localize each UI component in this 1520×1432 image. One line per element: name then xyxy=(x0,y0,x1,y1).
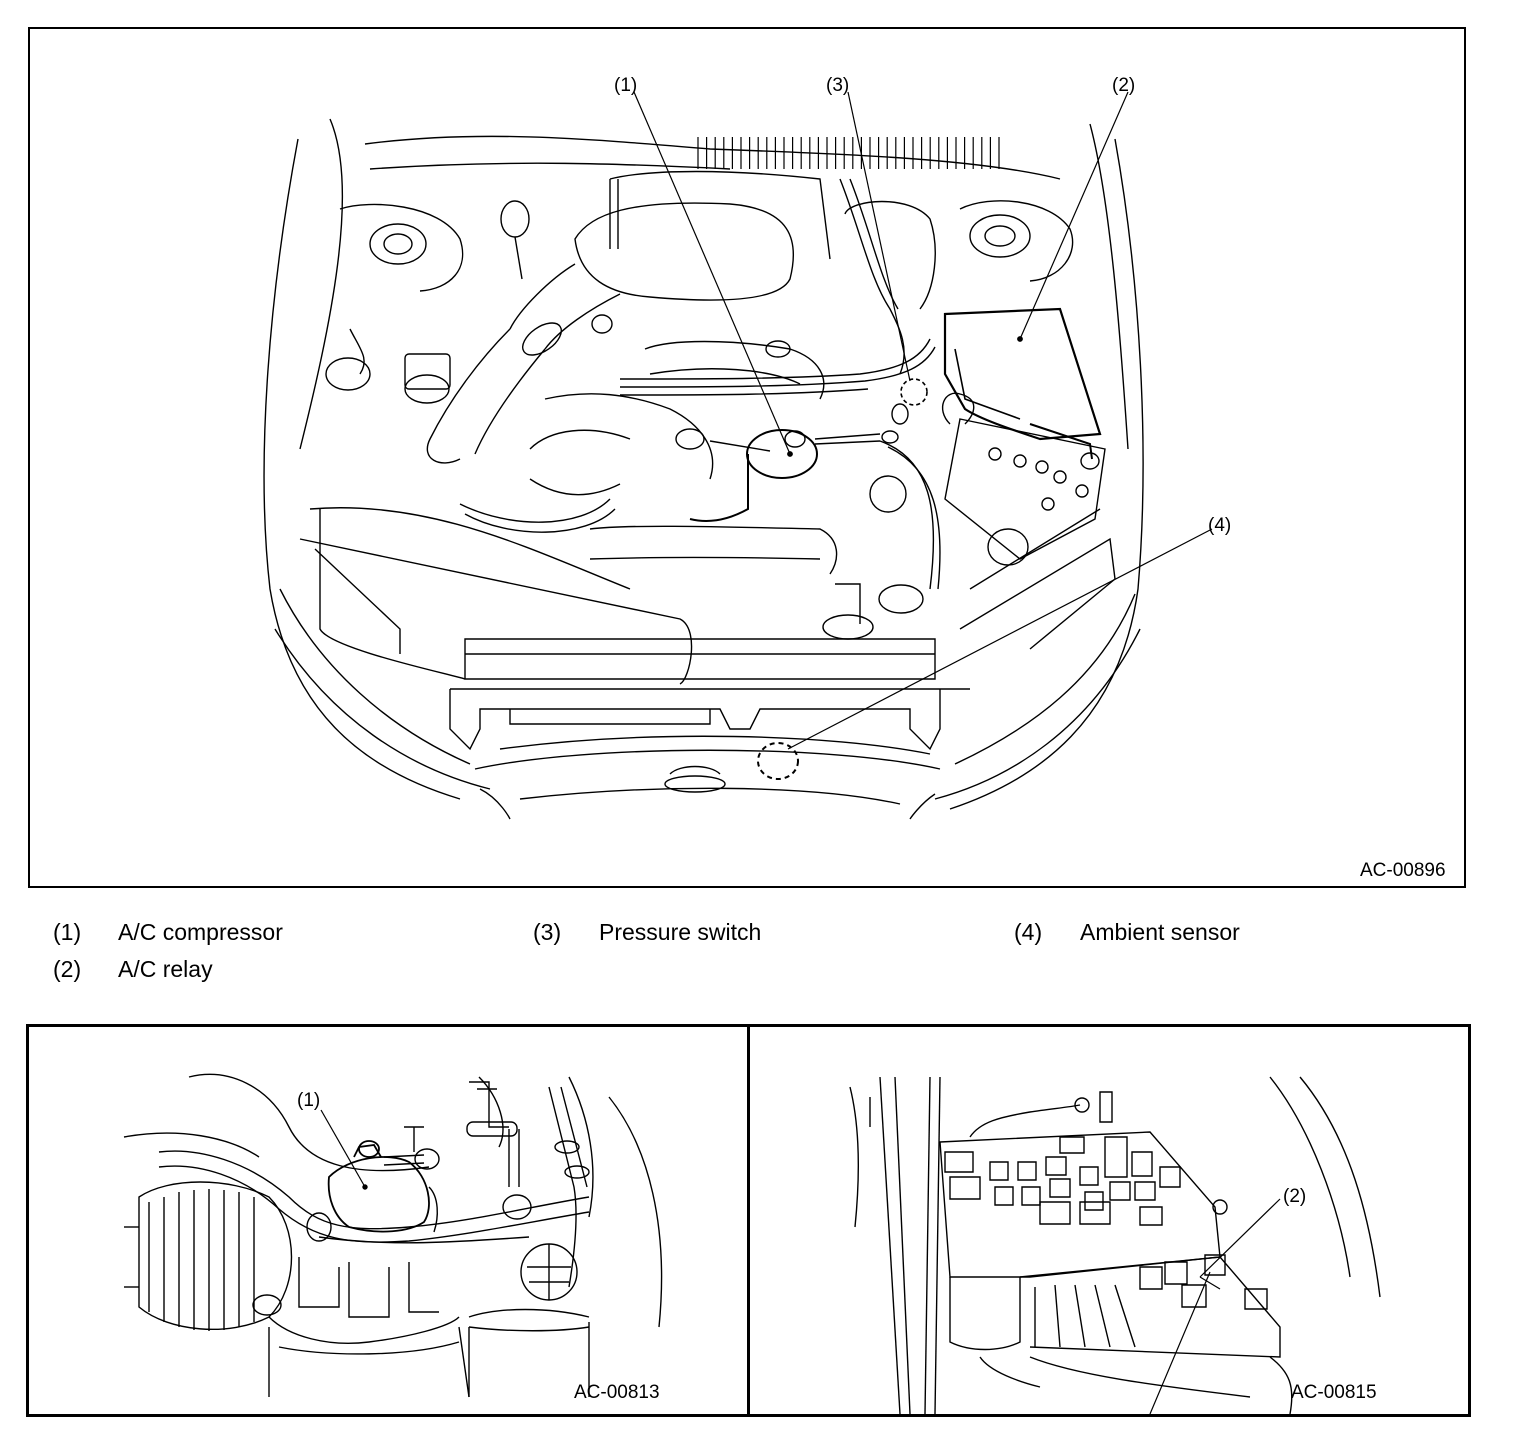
legend-text-3: Pressure switch xyxy=(599,919,762,945)
callout-2-relay-detail: (2) xyxy=(1283,1186,1307,1207)
legend-num-3: (3) xyxy=(533,919,562,945)
engine-compartment-figure: (1) (3) (2) (4) AC-00896 xyxy=(28,27,1466,888)
figure-code-compressor-detail: AC-00813 xyxy=(574,1382,660,1403)
callout-1-top: (1) xyxy=(614,75,638,96)
compressor-detail-drawing xyxy=(29,1027,747,1414)
legend-text-1: A/C compressor xyxy=(118,919,283,945)
callout-1-compressor-detail: (1) xyxy=(297,1090,321,1111)
legend-text-2: A/C relay xyxy=(118,956,213,982)
legend-num-4: (4) xyxy=(1014,919,1043,945)
figure-code-relay-detail: AC-00815 xyxy=(1291,1382,1377,1403)
legend-num-1: (1) xyxy=(53,919,82,945)
legend-num-2: (2) xyxy=(53,956,82,982)
callout-3-top: (3) xyxy=(826,75,850,96)
relay-detail-drawing xyxy=(750,1027,1468,1414)
relay-detail-figure: (2) AC-00815 xyxy=(748,1024,1471,1417)
legend-text-4: Ambient sensor xyxy=(1080,919,1240,945)
callout-2-top: (2) xyxy=(1112,75,1136,96)
figure-code-top: AC-00896 xyxy=(1360,860,1446,881)
compressor-detail-figure: (1) AC-00813 xyxy=(26,1024,750,1417)
callout-4-top: (4) xyxy=(1208,515,1232,536)
engine-compartment-drawing xyxy=(30,29,1464,886)
